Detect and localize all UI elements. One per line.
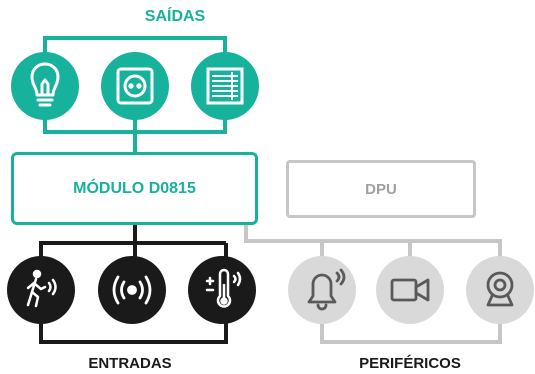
alarm-bell-icon <box>307 268 346 311</box>
entradas-title: ENTRADAS <box>88 355 172 372</box>
power-outlet-icon <box>116 67 154 105</box>
window-blind-icon <box>206 67 244 105</box>
entradas-bracket <box>39 318 228 344</box>
perifericos-title: PERIFÉRICOS <box>359 355 461 372</box>
periferico-webcam <box>466 256 534 324</box>
motion-sensor-icon <box>26 269 57 308</box>
entrada-temperature <box>188 256 256 324</box>
saidas-title: SAÍDAS <box>144 8 206 25</box>
saida-light <box>11 52 79 120</box>
entradas-bus <box>39 225 228 262</box>
temperature-sensor-icon <box>205 268 242 308</box>
modulo-box: MÓDULO D0815 <box>11 152 258 225</box>
perifericos-bracket <box>320 318 502 344</box>
light-bulb-icon <box>30 62 60 107</box>
modulo-label: MÓDULO D0815 <box>73 179 196 197</box>
webcam-icon <box>486 271 514 307</box>
perifericos-bus <box>244 225 502 262</box>
dpu-label: DPU <box>365 180 397 198</box>
video-camera-icon <box>390 278 430 302</box>
periferico-bell <box>288 256 356 324</box>
saida-outlet <box>101 52 169 120</box>
entrada-wireless <box>98 256 166 324</box>
entrada-motion <box>7 256 75 324</box>
saida-blind <box>191 52 259 120</box>
saidas-bracket <box>43 36 227 60</box>
periferico-camera <box>376 256 444 324</box>
dpu-box: DPU <box>286 160 476 218</box>
wireless-signal-icon <box>112 275 152 305</box>
